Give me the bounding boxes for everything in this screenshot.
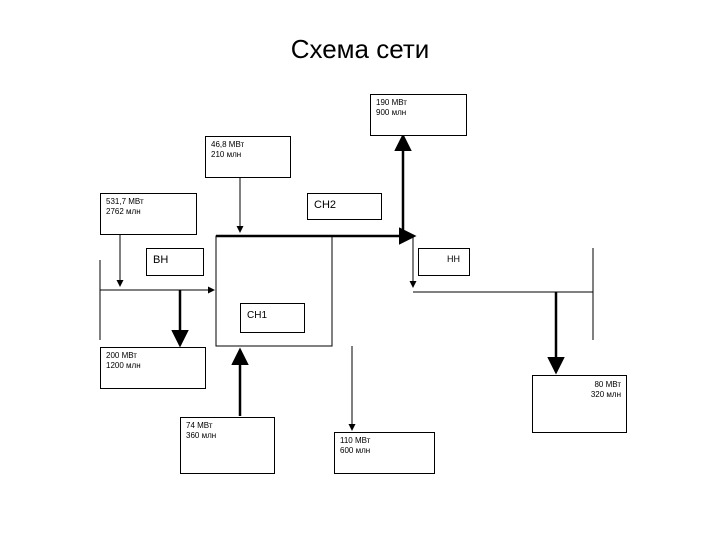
node-upper-mid-cost: 210 млн	[211, 150, 242, 159]
node-right-low-cost: 320 млн	[590, 390, 621, 399]
node-top-right-cost: 900 млн	[376, 108, 407, 117]
node-left: 531,7 МВт 2762 млн	[100, 193, 197, 235]
node-sn2: СН2	[307, 193, 382, 220]
node-top-right-power: 190 МВт	[376, 98, 407, 107]
node-sn1-label: СН1	[247, 310, 268, 321]
node-right-low-power: 80 МВт	[594, 380, 621, 389]
node-left-low: 200 МВт 1200 млн	[100, 347, 206, 389]
node-nn: НН	[418, 248, 470, 276]
node-left-low-power: 200 МВт	[106, 351, 137, 360]
node-left-low-cost: 1200 млн	[106, 361, 141, 370]
node-bottom-mid: 110 МВт 600 млн	[334, 432, 435, 474]
node-right-low: 80 МВт 320 млн	[532, 375, 627, 433]
node-bottom-left-power: 74 МВт	[186, 421, 213, 430]
diagram-title: Схема сети	[290, 34, 430, 64]
node-upper-mid-power: 46,8 МВт	[211, 140, 245, 149]
node-sn2-label: СН2	[314, 199, 337, 211]
node-left-power: 531,7 МВт	[106, 197, 144, 206]
node-vn: ВН	[146, 248, 204, 276]
node-bottom-left: 74 МВт 360 млн	[180, 417, 275, 474]
node-bottom-left-cost: 360 млн	[186, 431, 217, 440]
node-top-right: 190 МВт 900 млн	[370, 94, 467, 136]
node-bottom-mid-cost: 600 млн	[340, 446, 371, 455]
node-upper-mid: 46,8 МВт 210 млн	[205, 136, 291, 178]
node-sn1: СН1	[240, 303, 305, 333]
node-bottom-mid-power: 110 МВт	[340, 436, 371, 445]
node-nn-label: НН	[447, 254, 460, 264]
node-vn-label: ВН	[153, 254, 169, 266]
node-left-cost: 2762 млн	[106, 207, 141, 216]
